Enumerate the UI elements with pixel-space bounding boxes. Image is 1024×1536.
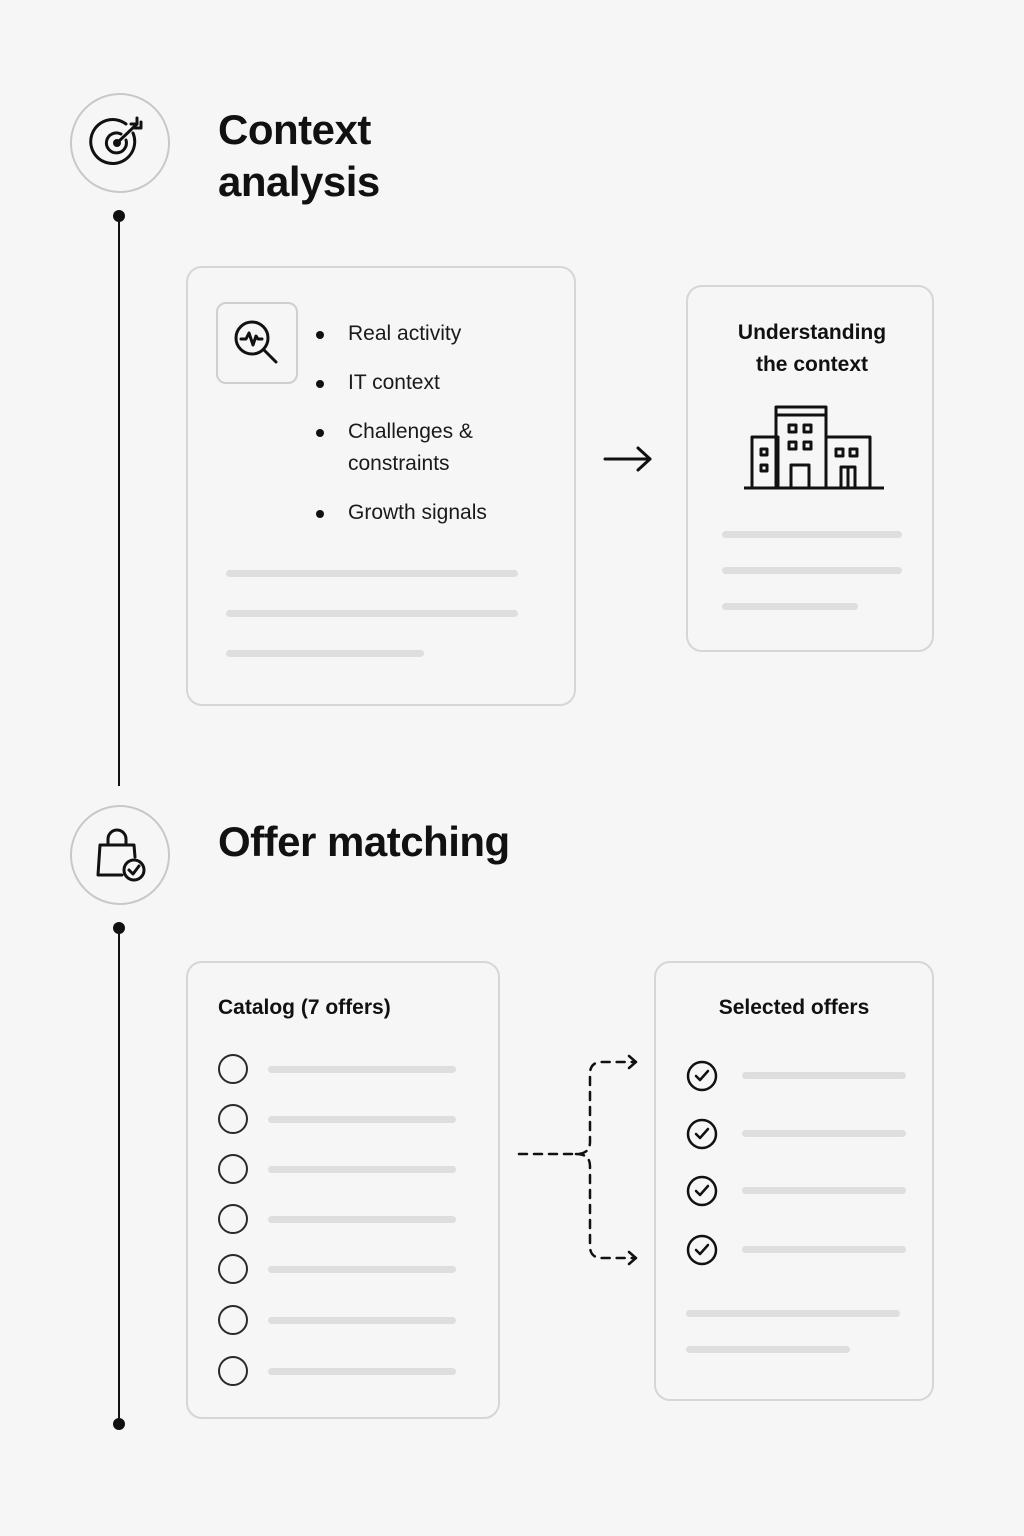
understanding-card-title: Understanding the context xyxy=(737,321,887,376)
step-1-title: Context analysis xyxy=(218,106,380,205)
placeholder-line xyxy=(226,650,424,657)
placeholder-line xyxy=(226,610,518,617)
placeholder-line xyxy=(722,567,902,574)
arrow-right-icon xyxy=(603,446,652,472)
timeline-dot xyxy=(113,1418,125,1430)
shopping-bag-check-icon xyxy=(96,828,146,882)
radio-unchecked-icon[interactable] xyxy=(218,1356,248,1386)
placeholder-line xyxy=(226,570,518,577)
catalog-card: Catalog (7 offers) xyxy=(186,961,500,1419)
catalog-item[interactable] xyxy=(218,1254,458,1284)
step-2-icon-circle xyxy=(70,805,170,905)
bullet-real-activity: Real activity xyxy=(316,318,568,350)
placeholder-line xyxy=(722,531,902,538)
building-icon xyxy=(744,405,884,490)
magnifier-pulse-icon xyxy=(234,320,278,364)
bullet-growth-signals: Growth signals xyxy=(316,497,568,529)
catalog-item[interactable] xyxy=(218,1305,458,1335)
placeholder-line xyxy=(686,1310,900,1317)
radio-unchecked-icon[interactable] xyxy=(218,1254,248,1284)
analysis-card: Real activity IT context Challenges & co… xyxy=(186,266,576,706)
target-arrow-icon xyxy=(89,116,143,166)
analysis-icon-box xyxy=(216,302,298,384)
placeholder-line xyxy=(268,1116,456,1123)
catalog-card-title: Catalog (7 offers) xyxy=(218,996,391,1019)
placeholder-line xyxy=(742,1187,906,1194)
understanding-card: Understanding the context xyxy=(686,285,934,652)
placeholder-line xyxy=(268,1317,456,1324)
placeholder-line xyxy=(742,1246,906,1253)
catalog-item[interactable] xyxy=(218,1204,458,1234)
check-circle-icon xyxy=(686,1175,718,1207)
selected-offers-title: Selected offers xyxy=(718,996,870,1019)
timeline-line xyxy=(118,928,120,1422)
placeholder-line xyxy=(722,603,858,610)
radio-unchecked-icon[interactable] xyxy=(218,1305,248,1335)
check-circle-icon xyxy=(686,1118,718,1150)
placeholder-line xyxy=(268,1166,456,1173)
timeline-line xyxy=(118,216,120,786)
analysis-bullet-list: Real activity IT context Challenges & co… xyxy=(316,318,568,546)
placeholder-line xyxy=(742,1072,906,1079)
radio-unchecked-icon[interactable] xyxy=(218,1054,248,1084)
catalog-item[interactable] xyxy=(218,1154,458,1184)
selected-offers-card: Selected offers xyxy=(654,961,934,1401)
placeholder-line xyxy=(686,1346,850,1353)
selected-offer-item xyxy=(686,1234,906,1266)
placeholder-line xyxy=(742,1130,906,1137)
radio-unchecked-icon[interactable] xyxy=(218,1104,248,1134)
check-circle-icon xyxy=(686,1060,718,1092)
bullet-it-context: IT context xyxy=(316,367,568,399)
check-circle-icon xyxy=(686,1234,718,1266)
radio-unchecked-icon[interactable] xyxy=(218,1204,248,1234)
placeholder-line xyxy=(268,1066,456,1073)
placeholder-line xyxy=(268,1266,456,1273)
dashed-branch-connector xyxy=(517,1054,638,1266)
bullet-challenges: Challenges & constraints xyxy=(316,416,518,480)
placeholder-line xyxy=(268,1216,456,1223)
radio-unchecked-icon[interactable] xyxy=(218,1154,248,1184)
catalog-item[interactable] xyxy=(218,1054,458,1084)
selected-offer-item xyxy=(686,1118,906,1150)
catalog-item[interactable] xyxy=(218,1104,458,1134)
step-1-icon-circle xyxy=(70,93,170,193)
catalog-item[interactable] xyxy=(218,1356,458,1386)
placeholder-line xyxy=(268,1368,456,1375)
selected-offer-item xyxy=(686,1175,906,1207)
step-2-title: Offer matching xyxy=(218,818,510,865)
selected-offer-item xyxy=(686,1060,906,1092)
